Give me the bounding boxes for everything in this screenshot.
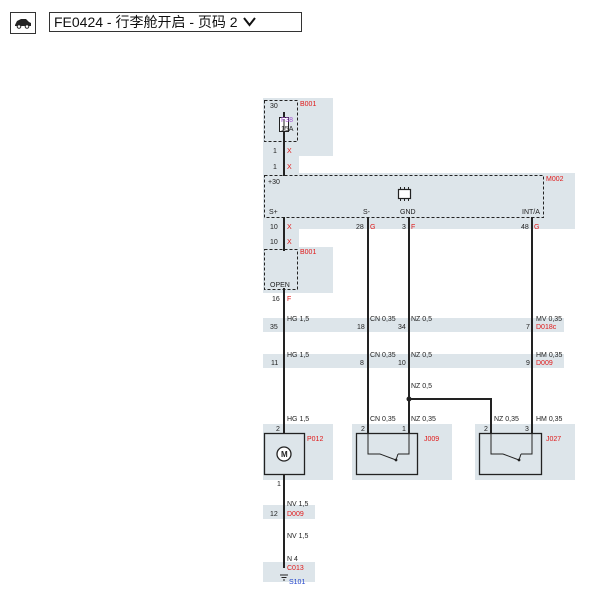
pin-10a: 10	[270, 224, 278, 231]
pin-3-j027: 3	[525, 426, 529, 433]
wire-label-hg15-a: HG 1,5	[287, 316, 309, 323]
panel-d009b	[263, 505, 315, 519]
car-icon	[15, 19, 31, 29]
pin-2-j009: 2	[361, 426, 365, 433]
panel-p012	[263, 424, 333, 480]
wire-nz-branch	[409, 398, 492, 433]
page-title: FE0424 - 行李舱开启 - 页码 2	[54, 14, 238, 30]
panel-m002	[263, 173, 575, 229]
x-1a: X	[287, 148, 292, 155]
s101-label: S101	[289, 579, 305, 586]
panel-c013	[263, 562, 315, 582]
wires	[283, 112, 533, 568]
wire-label-cn035-a: CN 0,35	[370, 316, 396, 323]
pin-1b: 1	[273, 164, 277, 171]
wire-label-nv15-b: NV 1,5	[287, 533, 309, 540]
pin-10c: 10	[398, 360, 406, 367]
wire-label-nz035-b: NZ 0,35	[494, 416, 519, 423]
f-3: F	[411, 224, 415, 231]
pin-1-j009: 1	[402, 426, 406, 433]
pin-1a: 1	[273, 148, 277, 155]
pin-plus30: +30	[268, 179, 280, 186]
wire-label-nz05-c: NZ 0,5	[411, 383, 432, 390]
switch-j009	[355, 432, 419, 476]
fuse-f38-label: F38	[281, 117, 293, 124]
x-10a: X	[287, 224, 292, 231]
pin-3: 3	[402, 224, 406, 231]
wire-label-nz05-b: NZ 0,5	[411, 352, 432, 359]
fuse-icon	[279, 117, 289, 132]
wire-label-mv035: MV 0,35	[536, 316, 562, 323]
pin-9: 9	[526, 360, 530, 367]
pin-11: 11	[271, 360, 278, 367]
wire-label-cn035-b: CN 0,35	[370, 352, 396, 359]
b001-bot-label: B001	[300, 249, 316, 256]
pin-7: 7	[526, 324, 530, 331]
d009b-label: D009	[287, 511, 304, 518]
chevron-down-icon	[242, 17, 256, 27]
wire-label-hg15-c: HG 1,5	[287, 416, 309, 423]
pin-35: 35	[270, 324, 278, 331]
open-label: OPEN	[270, 282, 290, 289]
pin-10b: 10	[270, 239, 278, 246]
j027-label: J027	[546, 436, 561, 443]
g-28: G	[370, 224, 375, 231]
g-48: G	[534, 224, 539, 231]
fuse-amp-label: 15A	[281, 126, 294, 133]
m002-box	[264, 175, 544, 218]
ground-icon	[280, 574, 288, 581]
motor-m-label: M	[281, 450, 288, 459]
pin-16: 16	[272, 296, 280, 303]
panels	[263, 98, 575, 582]
wire-label-hg15-b: HG 1,5	[287, 352, 309, 359]
f-16: F	[287, 296, 291, 303]
b001-top-label: B001	[300, 101, 316, 108]
pin-28: 28	[356, 224, 364, 231]
wire-label-n4: N 4	[287, 556, 298, 563]
module-chip-icon	[397, 187, 412, 201]
m002-label: M002	[546, 176, 564, 183]
switch-j027	[478, 432, 543, 476]
panel-d009a	[263, 354, 564, 368]
pin-splus: S+	[269, 209, 278, 216]
x-10b: X	[287, 239, 292, 246]
j009-label: J009	[424, 436, 439, 443]
c013-label: C013	[287, 565, 304, 572]
pin-sminus: S-	[363, 209, 371, 216]
pin-30: 30	[270, 103, 278, 110]
wire-label-nv15-a: NV 1,5	[287, 501, 309, 508]
car-button[interactable]	[10, 12, 36, 34]
x-1b: X	[287, 164, 292, 171]
d009a-label: D009	[536, 360, 553, 367]
pin-gnd: GND	[400, 209, 416, 216]
pin-34: 34	[398, 324, 406, 331]
wire-label-cn035-c: CN 0,35	[370, 416, 396, 423]
panel-x-top	[263, 143, 299, 173]
pin-12: 12	[270, 511, 278, 518]
motor-icon	[263, 432, 306, 476]
p012-label: P012	[307, 436, 323, 443]
pin-1-motor: 1	[277, 481, 281, 488]
panel-b001-bot	[263, 247, 333, 293]
pin-inta: INT/A	[522, 209, 540, 216]
d018c-label: D018c	[536, 324, 557, 331]
b001-top-box	[264, 100, 298, 142]
wire-label-nz05-a: NZ 0,5	[411, 316, 432, 323]
pin-48: 48	[521, 224, 529, 231]
pin-8: 8	[360, 360, 364, 367]
page-select[interactable]: FE0424 - 行李舱开启 - 页码 2	[49, 12, 302, 32]
pin-18: 18	[357, 324, 365, 331]
b001-bot-box	[264, 249, 298, 290]
wire-label-nz035-a: NZ 0,35	[411, 416, 436, 423]
panel-x-mid	[263, 218, 299, 248]
pin-2-j027: 2	[484, 426, 488, 433]
splice-dot	[406, 396, 412, 402]
wire-label-hm035-a: HM 0,35	[536, 352, 563, 359]
pin-2-motor: 2	[276, 426, 280, 433]
wire-label-hm035-b: HM 0,35	[536, 416, 563, 423]
panel-d018c	[263, 318, 564, 332]
